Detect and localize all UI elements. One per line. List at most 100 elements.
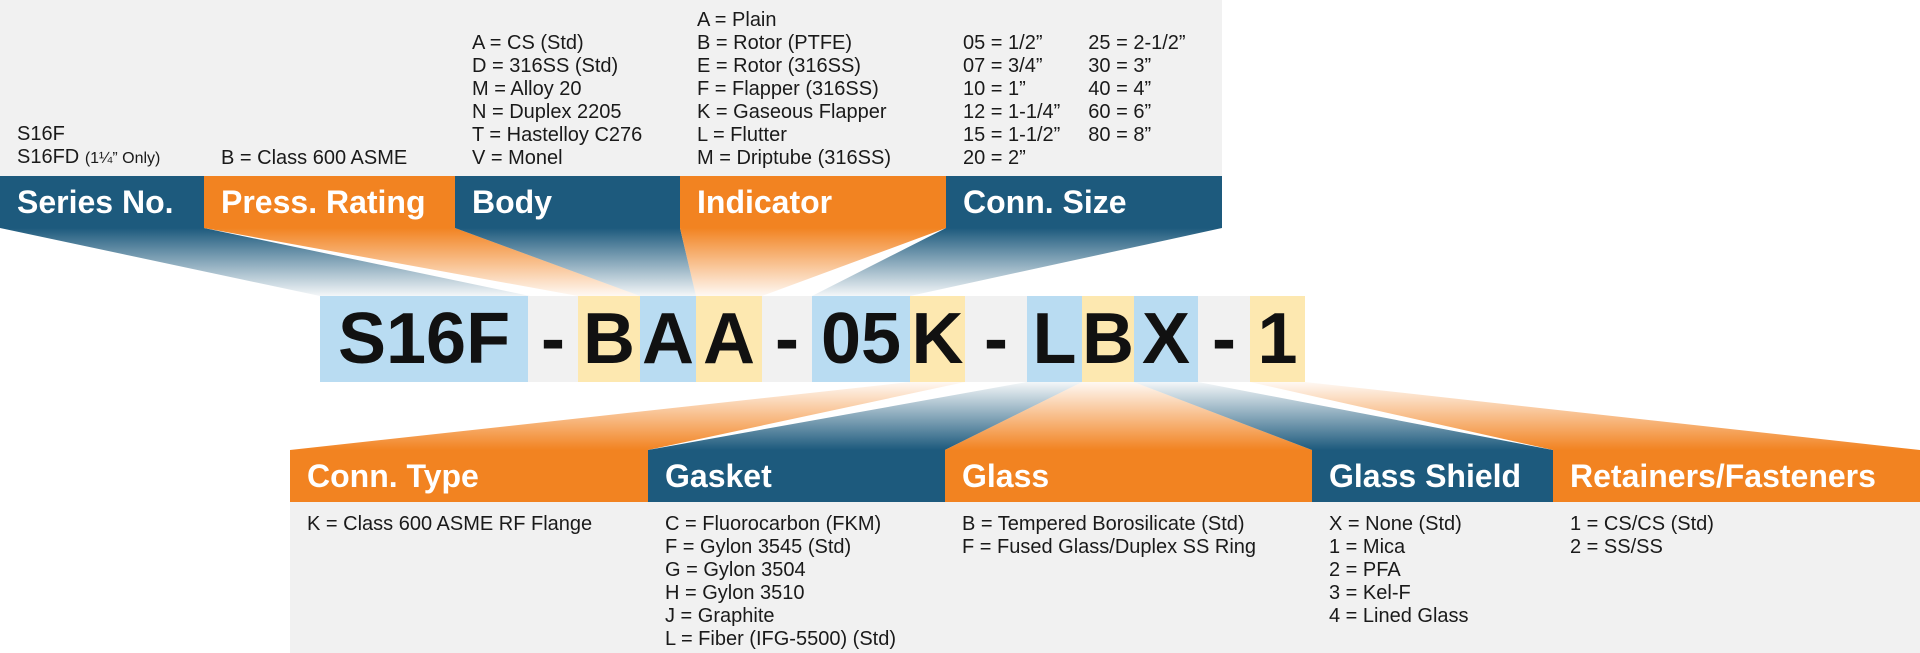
glass-shield-option: 2 = PFA	[1329, 559, 1401, 581]
press-rating-header: Press. Rating	[204, 176, 455, 228]
code-seg-conn-type	[910, 296, 965, 382]
code-seg-glass	[1082, 296, 1134, 382]
conn-size-option: 25 = 2-1/2”	[1088, 32, 1186, 54]
conn-size-option: 07 = 3/4”	[963, 55, 1043, 77]
glass-option: F = Fused Glass/Duplex SS Ring	[962, 536, 1257, 558]
code-seg-series	[320, 296, 528, 382]
code-seg-gasket	[1027, 296, 1082, 382]
gasket-option: C = Fluorocarbon (FKM)	[665, 513, 882, 535]
funnel-body	[455, 228, 696, 296]
code-seg-dash	[965, 296, 1027, 382]
series-option: S16F	[17, 123, 65, 145]
body-option: M = Alloy 20	[472, 78, 582, 100]
conn-size-option: 40 = 4”	[1088, 78, 1152, 100]
retainers-option: 1 = CS/CS (Std)	[1570, 513, 1714, 535]
code-seg-dash	[1198, 296, 1250, 382]
indicator-header: Indicator	[680, 176, 946, 228]
conn-size-option: 15 = 1-1/2”	[963, 124, 1061, 146]
conn-size-option: 05 = 1/2”	[963, 32, 1043, 54]
glass-shield-option: 4 = Lined Glass	[1329, 605, 1469, 627]
code-dash: -	[1212, 299, 1236, 379]
conn-size-option: 20 = 2”	[963, 147, 1026, 169]
conn-size-option: 10 = 1”	[963, 78, 1026, 100]
series-option-note: (1¼” Only)	[84, 150, 161, 167]
funnel-press-rating	[204, 228, 640, 296]
gasket-options: C = Fluorocarbon (FKM) F = Gylon 3545 (S…	[648, 502, 945, 653]
code-indicator: A	[703, 299, 755, 379]
code-seg-dash	[528, 296, 578, 382]
glass-shield-option: 1 = Mica	[1329, 536, 1406, 558]
series-no-header: Series No.	[0, 176, 204, 228]
code-body: A	[642, 299, 694, 379]
funnel-glass	[945, 382, 1312, 450]
retainers-option: 2 = SS/SS	[1570, 536, 1663, 558]
code-dash: -	[775, 299, 799, 379]
code-seg-body	[640, 296, 696, 382]
series-no-options: S16F S16FD (1¼” Only)	[0, 0, 204, 176]
glass-shield-option: X = None (Std)	[1329, 513, 1462, 535]
gasket-option: L = Fiber (IFG-5500) (Std)	[665, 628, 896, 650]
body-options: A = CS (Std) D = 316SS (Std) M = Alloy 2…	[455, 0, 680, 176]
glass-options: B = Tempered Borosilicate (Std) F = Fuse…	[945, 502, 1312, 653]
code-dash: -	[984, 299, 1008, 379]
funnel-conn-size	[812, 228, 1222, 296]
funnel-glass-shield	[1134, 382, 1553, 450]
gasket-option: F = Gylon 3545 (Std)	[665, 536, 852, 558]
code-retainers: 1	[1257, 299, 1298, 379]
press-rating-options: B = Class 600 ASME	[204, 0, 455, 176]
conn-type-options: K = Class 600 ASME RF Flange	[290, 502, 648, 653]
glass-option: B = Tempered Borosilicate (Std)	[962, 513, 1245, 535]
body-header: Body	[455, 176, 680, 228]
code-seg-retainers	[1250, 296, 1305, 382]
code-conn-type: K	[911, 299, 964, 379]
indicator-option: F = Flapper (316SS)	[697, 78, 879, 100]
gasket-header: Gasket	[648, 450, 945, 502]
glass-shield-header: Glass Shield	[1312, 450, 1553, 502]
body-option: D = 316SS (Std)	[472, 55, 619, 77]
code-glass: B	[1082, 299, 1134, 379]
indicator-options: A = Plain B = Rotor (PTFE) E = Rotor (31…	[680, 0, 946, 176]
code-gasket: L	[1032, 299, 1077, 379]
indicator-option: A = Plain	[697, 9, 777, 31]
body-option: T = Hastelloy C276	[472, 124, 643, 146]
funnel-retainers	[1250, 382, 1920, 450]
code-press-rating: B	[583, 299, 635, 379]
body-option: N = Duplex 2205	[472, 101, 622, 123]
code-dash: -	[541, 299, 565, 379]
retainers-options: 1 = CS/CS (Std) 2 = SS/SS	[1553, 502, 1920, 653]
glass-header: Glass	[945, 450, 1312, 502]
code-seg-dash	[762, 296, 812, 382]
series-option: S16FD	[17, 146, 80, 168]
gasket-option: J = Graphite	[665, 605, 775, 627]
code-seg-press-rating	[578, 296, 640, 382]
body-option: V = Monel	[472, 147, 563, 169]
funnel-gasket	[648, 382, 1082, 450]
glass-shield-option: 3 = Kel-F	[1329, 582, 1411, 604]
code-seg-conn-size	[812, 296, 910, 382]
indicator-option: E = Rotor (316SS)	[697, 55, 861, 77]
code-conn-size: 05	[820, 299, 902, 379]
conn-type-option: K = Class 600 ASME RF Flange	[307, 513, 593, 535]
code-glass-shield: X	[1141, 299, 1191, 379]
funnel-series-no	[0, 228, 530, 296]
indicator-option: K = Gaseous Flapper	[697, 101, 887, 123]
code-seg-indicator	[696, 296, 762, 382]
indicator-option: L = Flutter	[697, 124, 787, 146]
retainers-header: Retainers/Fasteners	[1553, 450, 1920, 502]
conn-size-options: 05 = 1/2” 07 = 3/4” 10 = 1” 12 = 1-1/4” …	[946, 0, 1222, 176]
funnel-conn-type	[290, 382, 965, 450]
conn-size-option: 30 = 3”	[1088, 55, 1152, 77]
conn-size-option: 60 = 6”	[1088, 101, 1152, 123]
press-rating-option: B = Class 600 ASME	[221, 147, 408, 169]
conn-size-option: 12 = 1-1/4”	[963, 101, 1061, 123]
gasket-option: H = Gylon 3510	[665, 582, 805, 604]
body-option: A = CS (Std)	[472, 32, 584, 54]
code-seg-glass-shield	[1134, 296, 1198, 382]
conn-type-header: Conn. Type	[290, 450, 648, 502]
code-series: S16F	[337, 299, 511, 379]
conn-size-header: Conn. Size	[946, 176, 1222, 228]
indicator-option: B = Rotor (PTFE)	[697, 32, 853, 54]
funnel-indicator	[680, 228, 946, 296]
